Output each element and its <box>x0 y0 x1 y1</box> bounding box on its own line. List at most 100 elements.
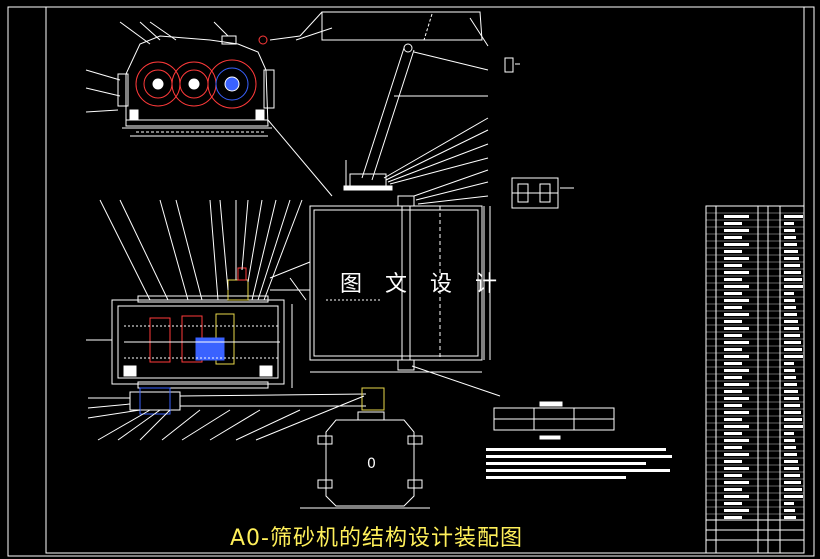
parts-row-material <box>784 334 800 337</box>
parts-row-material <box>784 285 803 288</box>
bearing-detail-view <box>511 177 574 209</box>
parts-row-material <box>784 446 796 449</box>
parts-row-material <box>784 369 795 372</box>
parts-row-material <box>784 474 800 477</box>
parts-row-text <box>724 348 742 351</box>
parts-row-text <box>724 369 749 372</box>
parts-row-text <box>724 306 742 309</box>
crank-link-assembly <box>258 11 520 191</box>
parts-row-text <box>724 215 749 218</box>
parts-row-material <box>784 257 799 260</box>
parts-list-table <box>705 205 805 554</box>
parts-row-material <box>784 425 803 428</box>
parts-row-text <box>724 299 749 302</box>
parts-row-material <box>784 397 799 400</box>
parts-row-material <box>784 376 796 379</box>
parts-row-material <box>784 222 794 225</box>
parts-row-text <box>724 383 749 386</box>
parts-row-text <box>724 488 742 491</box>
parts-row-material <box>784 516 796 519</box>
technical-tables <box>486 401 672 479</box>
parts-row-text <box>724 376 742 379</box>
parts-row-text <box>724 341 749 344</box>
parts-row-text <box>724 334 742 337</box>
parts-row-text <box>724 278 742 281</box>
parts-row-material <box>784 467 799 470</box>
parts-row-text <box>724 439 749 442</box>
parts-row-material <box>784 439 795 442</box>
parts-row-material <box>784 481 801 484</box>
parts-row-material <box>784 229 795 232</box>
parts-row-material <box>784 404 800 407</box>
parts-row-material <box>784 509 795 512</box>
parts-row-text <box>724 362 742 365</box>
parts-row-material <box>784 243 797 246</box>
parts-row-text <box>724 495 749 498</box>
sieve-box <box>269 169 501 397</box>
parts-row-material <box>784 348 802 351</box>
parts-row-text <box>724 481 749 484</box>
gearbox-side-view <box>85 21 333 197</box>
parts-row-material <box>784 495 803 498</box>
parts-row-text <box>724 460 742 463</box>
parts-row-text <box>724 418 742 421</box>
parts-row-text <box>724 285 749 288</box>
parts-row-text <box>724 264 742 267</box>
parts-row-text <box>724 229 749 232</box>
motor <box>300 411 430 509</box>
parts-row-material <box>784 355 803 358</box>
parts-row-text <box>724 432 742 435</box>
parts-row-material <box>784 418 802 421</box>
parts-row-material <box>784 341 801 344</box>
parts-row-text <box>724 292 742 295</box>
parts-row-material <box>784 271 801 274</box>
parts-row-material <box>784 432 794 435</box>
parts-row-text <box>724 236 742 239</box>
parts-row-material <box>784 313 797 316</box>
parts-row-text <box>724 516 742 519</box>
parts-row-text <box>724 425 749 428</box>
parts-row-material <box>784 502 794 505</box>
parts-row-material <box>784 327 799 330</box>
parts-row-material <box>784 299 795 302</box>
parts-row-text <box>724 397 749 400</box>
parts-row-text <box>724 355 749 358</box>
parts-row-material <box>784 236 796 239</box>
gearbox-top-view <box>86 199 303 389</box>
watermark-text: 图 文 设 计 <box>340 272 505 297</box>
parts-row-text <box>724 411 749 414</box>
parts-row-text <box>724 446 742 449</box>
parts-row-material <box>784 411 801 414</box>
parts-list-rows <box>706 212 804 519</box>
parts-row-text <box>724 250 742 253</box>
parts-row-material <box>784 215 803 218</box>
motor-label: 0 <box>367 456 376 472</box>
drawing-caption: A0-筛砂机的结构设计装配图 <box>230 526 523 551</box>
parts-row-text <box>724 474 742 477</box>
parts-row-text <box>724 453 749 456</box>
parts-row-material <box>784 264 800 267</box>
parts-row-material <box>784 250 798 253</box>
parts-row-material <box>784 362 794 365</box>
parts-row-text <box>724 257 749 260</box>
parts-row-text <box>724 404 742 407</box>
parts-row-text <box>724 313 749 316</box>
technical-notes <box>486 448 672 479</box>
parts-row-text <box>724 222 742 225</box>
parts-row-text <box>724 509 749 512</box>
parts-row-material <box>784 320 798 323</box>
parts-row-text <box>724 467 749 470</box>
parts-row-material <box>784 278 802 281</box>
parts-row-text <box>724 502 742 505</box>
parts-row-text <box>724 320 742 323</box>
parts-row-text <box>724 243 749 246</box>
parts-row-material <box>784 488 802 491</box>
parts-row-text <box>724 390 742 393</box>
parts-row-text <box>724 271 749 274</box>
parts-row-material <box>784 390 798 393</box>
parts-row-material <box>784 383 797 386</box>
parts-row-material <box>784 453 797 456</box>
belt-drive <box>87 387 385 441</box>
